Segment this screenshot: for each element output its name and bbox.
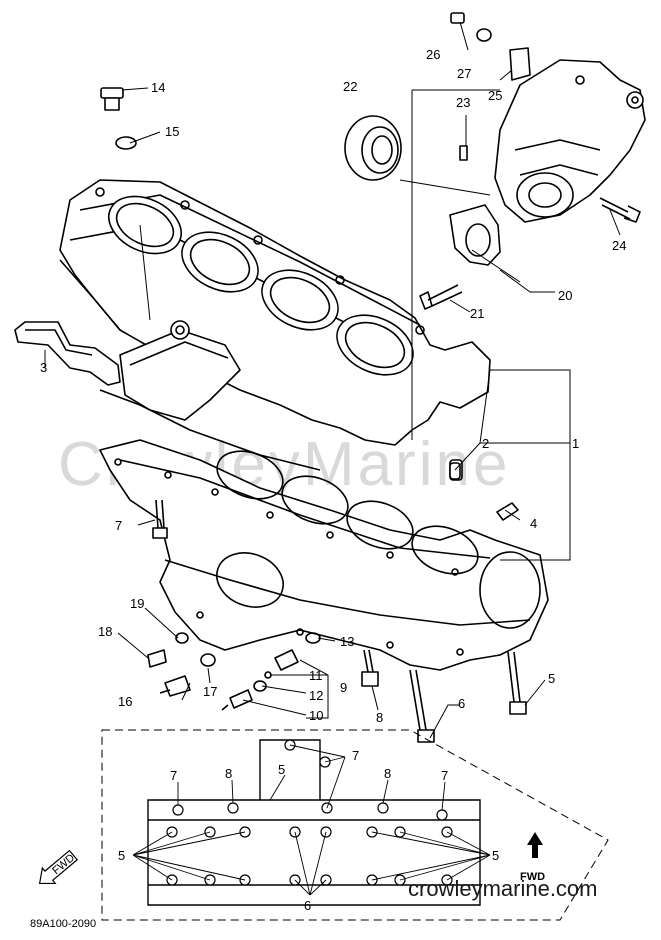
callout-15: 15 xyxy=(165,124,179,139)
inset-callout-6: 6 xyxy=(304,898,311,913)
bolt-part-6 xyxy=(409,669,435,743)
washer-part-13 xyxy=(305,632,321,644)
callout-16: 16 xyxy=(118,694,132,709)
callout-labels: 1 2 3 4 5 6 7 8 9 10 11 12 13 14 15 16 1… xyxy=(40,47,626,725)
callout-7: 7 xyxy=(115,518,122,533)
callout-26: 26 xyxy=(426,47,440,62)
callout-21: 21 xyxy=(470,306,484,321)
callout-9: 9 xyxy=(340,680,347,695)
oil-pump-cover xyxy=(494,59,646,223)
bolt-part-21 xyxy=(419,284,463,310)
callout-4: 4 xyxy=(530,516,537,531)
bearing-part-22 xyxy=(344,115,402,181)
inset-callout-8-right: 8 xyxy=(384,766,391,781)
fwd-diagonal-arrow: FWD xyxy=(38,849,79,885)
callout-1: 1 xyxy=(572,436,579,451)
inset-callout-7-right: 7 xyxy=(441,768,448,783)
bottom-view-inset: 7 7 7 8 8 5 5 5 6 xyxy=(101,729,609,921)
inset-callout-5-left: 5 xyxy=(118,848,125,863)
fwd-up-arrow: FWD xyxy=(520,832,545,883)
upper-crankcase xyxy=(59,179,491,471)
callout-12: 12 xyxy=(309,688,323,703)
inset-leaders xyxy=(132,744,491,896)
fwd-label: FWD xyxy=(520,871,545,883)
washer-part-15 xyxy=(115,136,137,150)
inset-callout-5-center: 5 xyxy=(278,762,285,777)
callout-11: 11 xyxy=(309,668,323,683)
washer-part-17 xyxy=(200,653,216,667)
inset-callout-5-right: 5 xyxy=(492,848,499,863)
bolt-part-24 xyxy=(599,197,641,223)
inset-callout-7-top: 7 xyxy=(352,748,359,763)
bolt-part-16 xyxy=(159,675,191,697)
dowel-part-2 xyxy=(449,462,461,480)
bracket-part-25 xyxy=(509,47,531,81)
nut-part-27 xyxy=(476,28,492,42)
callout-13: 13 xyxy=(340,634,354,649)
part-code: 89A100-2090 xyxy=(30,918,96,930)
callout-8: 8 xyxy=(376,710,383,725)
callout-3: 3 xyxy=(40,360,47,375)
lower-crankcase xyxy=(99,439,549,671)
screw-part-26 xyxy=(450,12,465,24)
callout-23: 23 xyxy=(456,95,470,110)
callout-20: 20 xyxy=(558,288,572,303)
bolt-part-14 xyxy=(100,87,124,111)
callout-17: 17 xyxy=(203,684,217,699)
bolt-part-8 xyxy=(361,649,379,687)
callout-18: 18 xyxy=(98,624,112,639)
callout-14: 14 xyxy=(151,80,165,95)
inset-callout-7-left: 7 xyxy=(170,768,177,783)
callout-5: 5 xyxy=(548,671,555,686)
callout-22: 22 xyxy=(343,79,357,94)
bolt-part-7 xyxy=(152,499,168,539)
pin-part-23 xyxy=(459,145,468,161)
bolt-part-5 xyxy=(507,651,527,715)
washer-part-19 xyxy=(175,632,189,644)
screw-part-10 xyxy=(221,689,253,711)
inset-callout-8-left: 8 xyxy=(225,766,232,781)
callout-24: 24 xyxy=(612,238,626,253)
callout-19: 19 xyxy=(130,596,144,611)
callout-25: 25 xyxy=(488,88,502,103)
site-label: crowleymarine.com xyxy=(408,876,598,901)
bolt-part-18 xyxy=(147,649,167,668)
callout-10: 10 xyxy=(309,708,323,723)
gasket-part-3 xyxy=(14,321,121,386)
leader-lines xyxy=(44,21,621,739)
callout-6: 6 xyxy=(458,696,465,711)
washer-part-12 xyxy=(253,680,267,692)
callout-27: 27 xyxy=(457,66,471,81)
fitting-part-11 xyxy=(274,649,299,671)
callout-2: 2 xyxy=(482,436,489,451)
